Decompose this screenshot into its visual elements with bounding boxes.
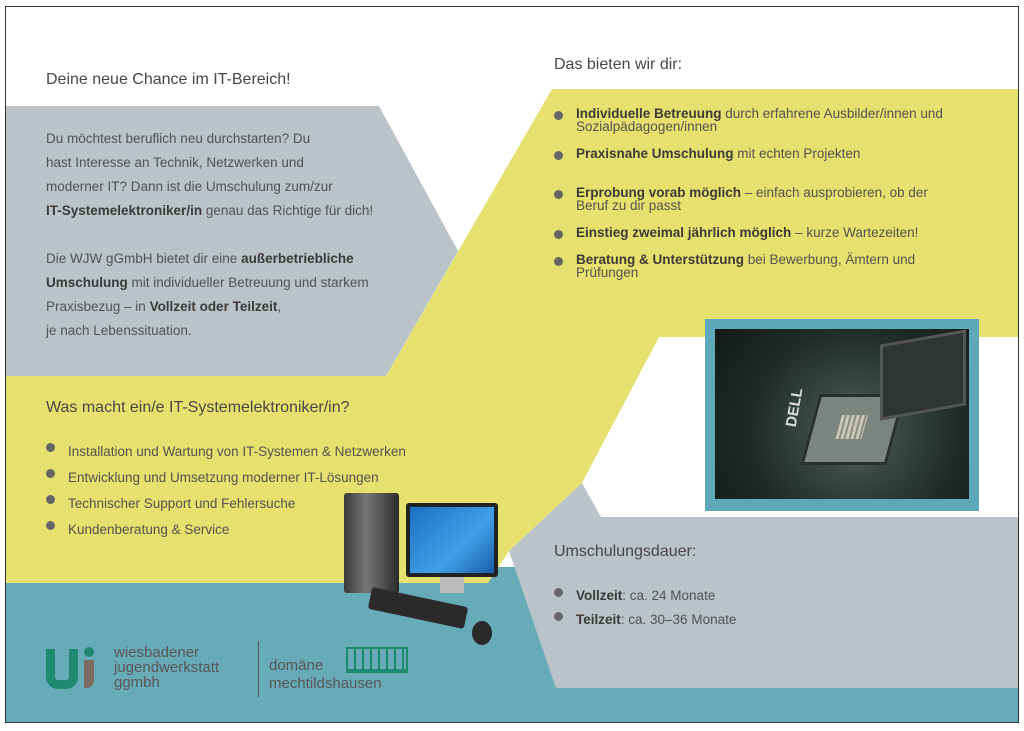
list-item: Kundenberatung & Service [46, 517, 406, 543]
item-text: : ca. 24 Monate [622, 588, 716, 603]
item-text: bei Bewerbung, Ämtern und Prüfungen [576, 252, 916, 280]
logo-dot [84, 647, 94, 657]
p2-text: , [277, 299, 282, 314]
list-item: Entwicklung und Umsetzung moderner IT-Lö… [46, 465, 406, 491]
job-title: IT-Systemelektroniker/in [46, 203, 203, 218]
list-item: Erprobung vorab möglich – einfach auspro… [554, 186, 954, 212]
p2-text: mit individueller Betreuung und starkem … [46, 275, 369, 314]
list-item: Praxisnahe Umschulung mit echten Projekt… [554, 147, 954, 160]
computer-illustration [344, 493, 514, 645]
item-text: mit echten Projekten [733, 146, 861, 161]
offer-heading: Das bieten wir dir: [554, 56, 683, 73]
logo-line: jugendwerkstatt [114, 659, 220, 676]
p2-bold: Vollzeit oder Teilzeit [149, 299, 278, 314]
logo-line: wiesbadener [114, 644, 200, 661]
gray-left-shape [6, 106, 458, 376]
item-bold: Vollzeit [576, 588, 623, 603]
list-item: Einstieg zweimal jährlich möglich – kurz… [554, 226, 954, 239]
list-item: Individuelle Betreuung durch erfahrene A… [554, 107, 954, 133]
logo-line: mechtildshausen [269, 675, 382, 692]
pc-tower-icon [344, 493, 399, 593]
p2-bold: außerbetriebliche Umschulung [46, 251, 354, 290]
item-text: durch erfahrene Ausbilder/innen und Sozi… [576, 106, 943, 134]
item-bold: Erprobung vorab möglich [576, 185, 742, 200]
duration-list: Vollzeit: ca. 24 Monate Teilzeit: ca. 30… [554, 584, 736, 632]
intro-end: genau das Richtige für dich! [202, 203, 374, 218]
logo-j [84, 660, 94, 688]
flyer-page: Deine neue Chance im IT-Bereich! Du möch… [5, 6, 1019, 723]
intro-line: moderner IT? Dann ist die Umschulung zum… [46, 179, 333, 194]
logo-line: ggmbh [114, 674, 160, 691]
what-list: Installation und Wartung von IT-Systemen… [46, 439, 406, 543]
monitor-screen [410, 507, 494, 573]
wjw-logo-icon [46, 645, 106, 695]
dell-logo: DELL [782, 386, 807, 429]
second-paragraph: Die WJW gGmbH bietet dir eine außerbetri… [46, 247, 411, 319]
list-item: Beratung & Unterstützung bei Bewerbung, … [554, 253, 954, 279]
p2-text: je nach Lebenssituation. [46, 323, 192, 338]
item-text: : ca. 30–36 Monate [620, 612, 737, 627]
domaene-logo-text: domäne mechtildshausen [269, 657, 382, 693]
intro-paragraph: Du möchtest beruflich neu durchstarten? … [46, 127, 426, 343]
mouse-icon [472, 621, 492, 645]
logo-divider [258, 641, 259, 697]
intro-heading: Deine neue Chance im IT-Bereich! [46, 71, 291, 88]
list-item: Vollzeit: ca. 24 Monate [554, 584, 736, 608]
intro-line: IT-Systemelektroniker/in genau das Richt… [46, 199, 426, 223]
building-icon [346, 647, 408, 673]
list-item: Installation und Wartung von IT-Systemen… [46, 439, 406, 465]
photo-image: DELL [715, 329, 969, 499]
yellow-band [6, 89, 1018, 583]
list-item: Teilzeit: ca. 30–36 Monate [554, 608, 736, 632]
item-bold: Einstieg zweimal jährlich möglich [576, 225, 792, 240]
item-text: – einfach ausprobieren, ob der Beruf zu … [576, 185, 928, 213]
p2-text: Die WJW gGmbH bietet dir eine [46, 251, 242, 266]
item-bold: Teilzeit [576, 612, 621, 627]
what-heading: Was macht ein/e IT-Systemelektroniker/in… [46, 399, 350, 416]
keyboard-icon [367, 587, 469, 629]
socket-lid [880, 329, 966, 421]
logo-line: domäne [269, 657, 324, 674]
intro-line: Du möchtest beruflich neu durchstarten? … [46, 131, 311, 146]
monitor-stand [440, 577, 464, 593]
item-bold: Individuelle Betreuung [576, 106, 722, 121]
offer-list: Individuelle Betreuung durch erfahrene A… [554, 107, 954, 279]
intro-line: hast Interesse an Technik, Netzwerken un… [46, 155, 304, 170]
logo-w [46, 649, 78, 689]
wjw-logo-text: wiesbadener jugendwerkstatt ggmbh [114, 645, 219, 690]
motherboard-photo: DELL [705, 319, 979, 511]
item-bold: Praxisnahe Umschulung [576, 146, 734, 161]
gray-right-shape [509, 483, 1018, 688]
duration-heading: Umschulungsdauer: [554, 543, 697, 560]
item-bold: Beratung & Unterstützung [576, 252, 744, 267]
background-shapes [6, 89, 1018, 722]
monitor-icon [406, 503, 498, 577]
list-item: Technischer Support und Fehlersuche [46, 491, 406, 517]
item-text: – kurze Wartezeiten! [791, 225, 919, 240]
